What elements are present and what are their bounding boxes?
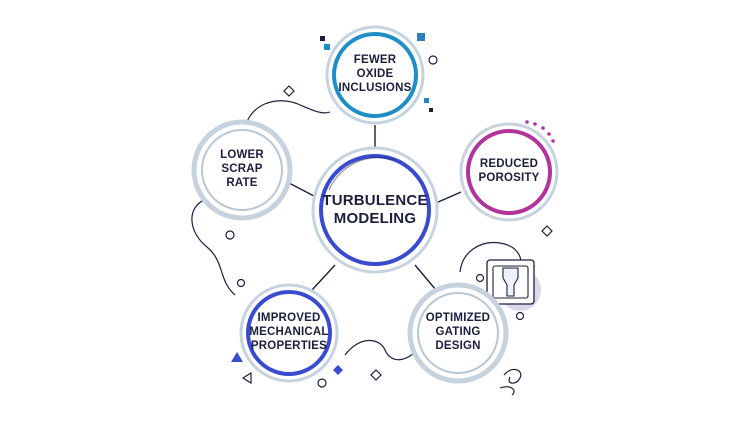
- node-line: PROPERTIES: [250, 339, 328, 352]
- dot-outline-left: [225, 230, 235, 240]
- dotted-arc: [525, 120, 555, 143]
- connector-right: [435, 191, 462, 204]
- center-line-1: TURBULENCE: [322, 192, 428, 209]
- connector-left: [288, 182, 315, 197]
- node-left-graphic: [191, 119, 293, 221]
- node-line: GATING: [435, 326, 481, 339]
- diamond-top-left: [283, 85, 295, 97]
- squiggle-left: [191, 197, 236, 296]
- node-reduced-porosity: REDUCED POROSITY: [464, 155, 554, 189]
- triangle-filled: [231, 352, 243, 362]
- node-line: RATE: [226, 176, 258, 189]
- node-top-graphic: [325, 25, 425, 125]
- node-optimized-gating-design: OPTIMIZED GATING DESIGN: [413, 308, 503, 358]
- square-navy-right: [429, 108, 433, 112]
- center-node-graphic: [311, 146, 439, 274]
- dot-outline-right: [475, 273, 485, 283]
- node-line: INCLUSIONS: [338, 81, 412, 94]
- dot-outline-small-left: [236, 278, 246, 288]
- node-line: IMPROVED: [257, 312, 321, 325]
- decorative-shapes: [225, 33, 553, 388]
- square-blue-small: [324, 44, 330, 50]
- diamond-right: [541, 225, 553, 237]
- squiggle-bottom-right-2: [499, 386, 515, 396]
- dot-outline-bottom-right: [515, 311, 525, 321]
- center-node-label: TURBULENCE MODELING: [315, 185, 435, 235]
- square-navy: [320, 36, 325, 41]
- node-lower-scrap-rate: LOWER SCRAP RATE: [197, 145, 287, 195]
- node-line: POROSITY: [478, 172, 540, 184]
- square-blue: [417, 33, 425, 41]
- squiggle-top-left: [244, 100, 331, 129]
- squiggle-bottom-right: [503, 368, 522, 384]
- node-bottom-left-graphic: [239, 283, 339, 383]
- node-fewer-oxide-inclusions: FEWER OXIDE INCLUSIONS: [330, 50, 420, 100]
- node-right-graphic: [459, 122, 559, 222]
- node-line: FEWER: [353, 54, 397, 67]
- diamond-filled: [333, 365, 343, 375]
- squiggle-bottom: [344, 339, 419, 361]
- dot-outline-bottom: [317, 378, 327, 388]
- connector-bottom-left: [311, 264, 336, 291]
- node-bottom-right-graphic: [407, 282, 509, 384]
- diamond-bottom: [370, 369, 382, 381]
- connector-bottom-right: [414, 264, 437, 291]
- node-line: DESIGN: [435, 339, 481, 352]
- triangle-outline: [241, 371, 252, 385]
- dot-outline-top: [428, 55, 438, 65]
- node-improved-mechanical-properties: IMPROVED MECHANICAL PROPERTIES: [239, 308, 339, 358]
- node-line: MECHANICAL: [249, 326, 329, 339]
- mold-casting-icon: [486, 259, 541, 311]
- node-line: OXIDE: [356, 68, 394, 81]
- node-line: LOWER: [220, 149, 264, 162]
- node-line: SCRAP: [221, 163, 263, 176]
- node-line: REDUCED: [479, 158, 539, 171]
- center-line-2: MODELING: [333, 210, 417, 227]
- node-line: OPTIMIZED: [425, 312, 491, 325]
- square-blue-right: [424, 98, 429, 103]
